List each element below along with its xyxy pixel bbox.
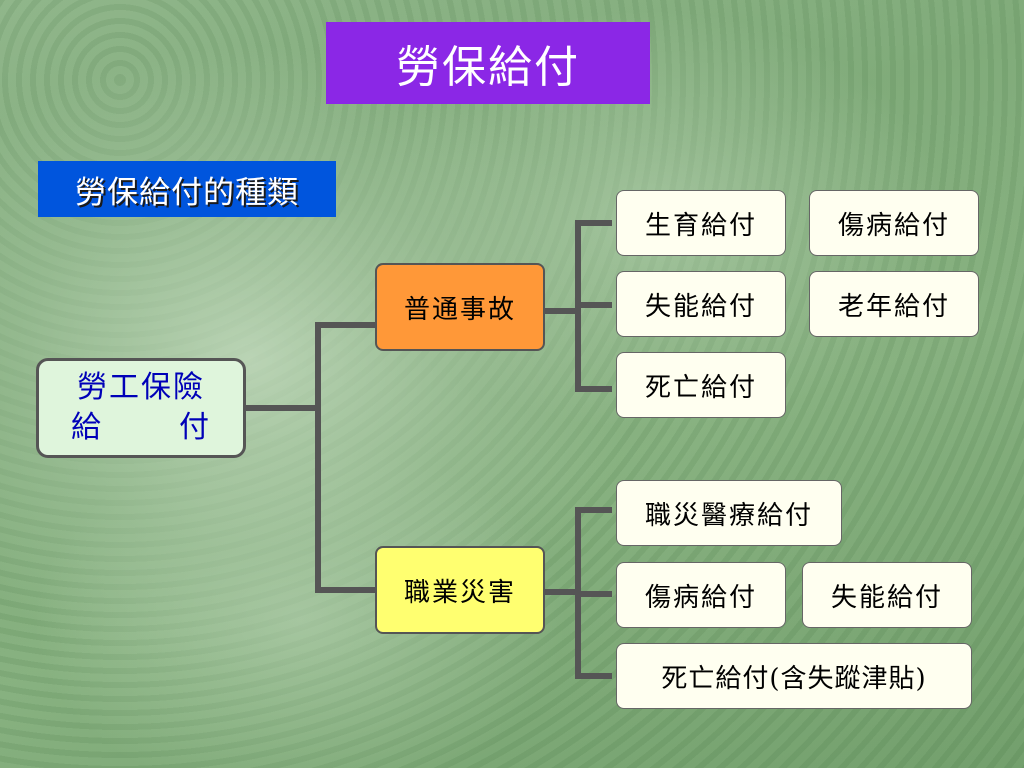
root-label-line2-b: 付	[179, 410, 211, 445]
root-label-line2-a: 給	[71, 410, 103, 445]
connector-trunk	[315, 322, 375, 593]
root-node-labor-insurance: 勞工保險 給 付	[36, 358, 246, 458]
leaf-general-death: 死亡給付	[616, 352, 786, 418]
leaf-occupational-death: 死亡給付(含失蹤津貼)	[616, 643, 972, 709]
page-title: 勞保給付	[326, 22, 650, 104]
category-general-accident: 普通事故	[375, 263, 545, 351]
leaf-occupational-medical: 職災醫療給付	[616, 480, 842, 546]
category-occupational-injury: 職業災害	[375, 546, 545, 634]
leaf-occupational-disability: 失能給付	[802, 562, 972, 628]
leaf-general-maternity: 生育給付	[616, 190, 786, 256]
leaf-general-sickness: 傷病給付	[809, 190, 979, 256]
root-label-line2: 給 付	[71, 408, 211, 449]
leaf-occupational-sickness: 傷病給付	[616, 562, 786, 628]
root-label-line1: 勞工保險	[77, 369, 205, 405]
section-subtitle: 勞保給付的種類	[38, 161, 336, 217]
leaf-general-disability: 失能給付	[616, 271, 786, 337]
leaf-general-old-age: 老年給付	[809, 271, 979, 337]
